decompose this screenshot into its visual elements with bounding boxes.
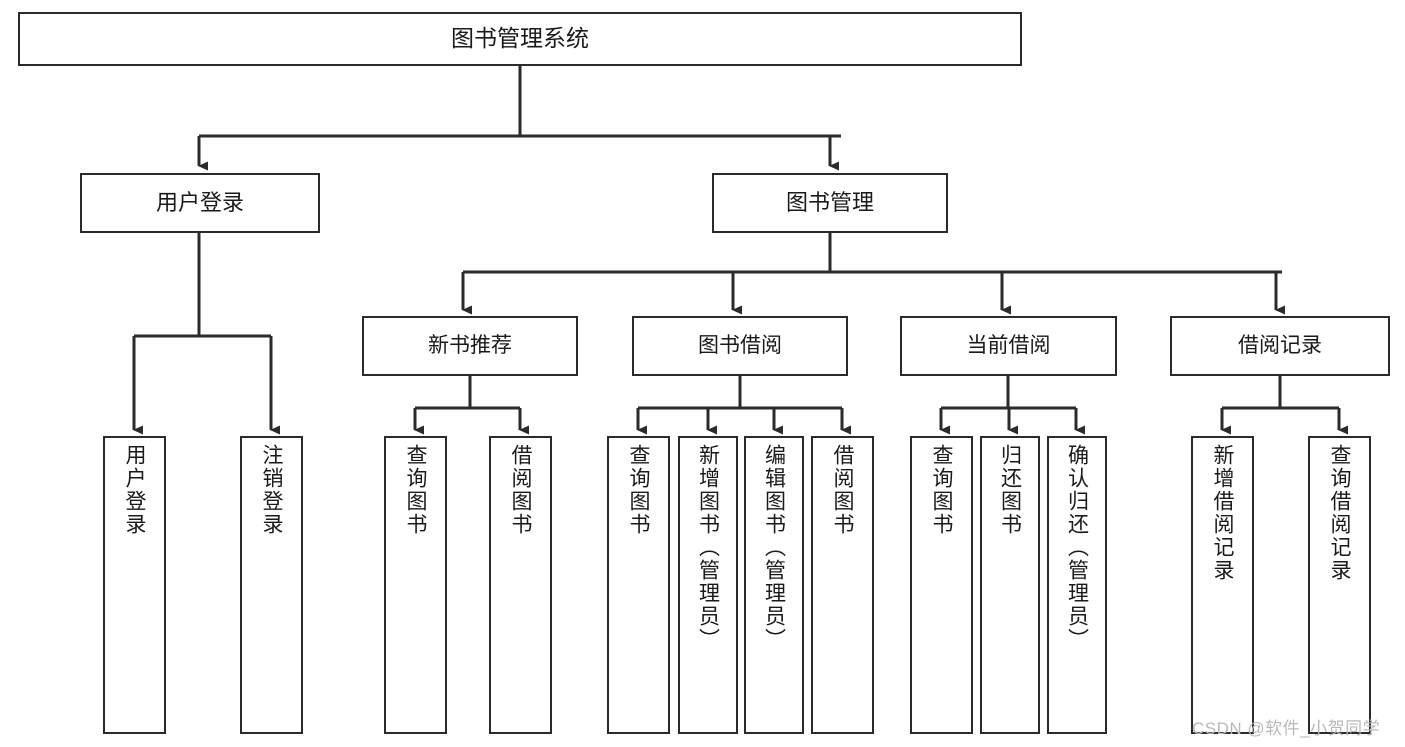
node-current-borrow[interactable]: 当前借阅 xyxy=(900,316,1117,376)
node-label: 图书管理 xyxy=(785,189,874,215)
node-label: 用户登录 xyxy=(155,189,244,215)
node-label: 查询图书 xyxy=(404,444,427,536)
node-leaf-query-borrow-record[interactable]: 查询借阅记录 xyxy=(1308,436,1371,734)
node-leaf-return-book[interactable]: 归还图书 xyxy=(980,436,1040,734)
node-label: 借阅记录 xyxy=(1238,334,1322,358)
node-label: 查询图书 xyxy=(627,444,650,536)
node-label: 查询图书 xyxy=(930,444,953,536)
node-label: 新增借阅记录 xyxy=(1211,444,1234,582)
node-borrow-record[interactable]: 借阅记录 xyxy=(1170,316,1390,376)
node-label: 注销登录 xyxy=(260,444,283,536)
node-label: 图书借阅 xyxy=(698,334,782,358)
node-label: 借阅图书 xyxy=(831,444,854,536)
node-label: 归还图书 xyxy=(998,444,1022,536)
node-label: 确认归还（管理员） xyxy=(1065,444,1089,651)
node-user-login[interactable]: 用户登录 xyxy=(80,173,320,233)
node-book-management[interactable]: 图书管理 xyxy=(712,173,948,233)
node-leaf-user-login[interactable]: 用户登录 xyxy=(103,436,166,734)
node-new-book-recommend[interactable]: 新书推荐 xyxy=(362,316,578,376)
node-label: 新增图书（管理员） xyxy=(696,444,720,651)
node-leaf-query-book-borrow[interactable]: 查询图书 xyxy=(607,436,670,734)
node-leaf-query-book-current[interactable]: 查询图书 xyxy=(910,436,973,734)
node-label: 新书推荐 xyxy=(428,334,512,358)
node-leaf-query-book-recommend[interactable]: 查询图书 xyxy=(384,436,447,734)
node-leaf-borrow-book-recommend[interactable]: 借阅图书 xyxy=(489,436,552,734)
node-label: 图书管理系统 xyxy=(451,25,589,52)
node-book-borrow[interactable]: 图书借阅 xyxy=(632,316,848,376)
node-leaf-logout-login[interactable]: 注销登录 xyxy=(240,436,303,734)
csdn-watermark: CSDN @软件_小贺同学 xyxy=(1192,719,1381,738)
node-label: 用户登录 xyxy=(123,444,146,536)
node-leaf-add-book[interactable]: 新增图书（管理员） xyxy=(678,436,738,734)
node-leaf-confirm-return[interactable]: 确认归还（管理员） xyxy=(1047,436,1107,734)
node-label: 借阅图书 xyxy=(509,444,532,536)
node-label: 查询借阅记录 xyxy=(1328,444,1351,582)
node-label: 编辑图书（管理员） xyxy=(762,444,786,651)
node-label: 当前借阅 xyxy=(966,334,1051,358)
node-leaf-add-borrow-record[interactable]: 新增借阅记录 xyxy=(1191,436,1254,734)
node-leaf-borrow-book[interactable]: 借阅图书 xyxy=(811,436,874,734)
node-leaf-edit-book[interactable]: 编辑图书（管理员） xyxy=(744,436,804,734)
node-book-management-system[interactable]: 图书管理系统 xyxy=(18,12,1022,66)
